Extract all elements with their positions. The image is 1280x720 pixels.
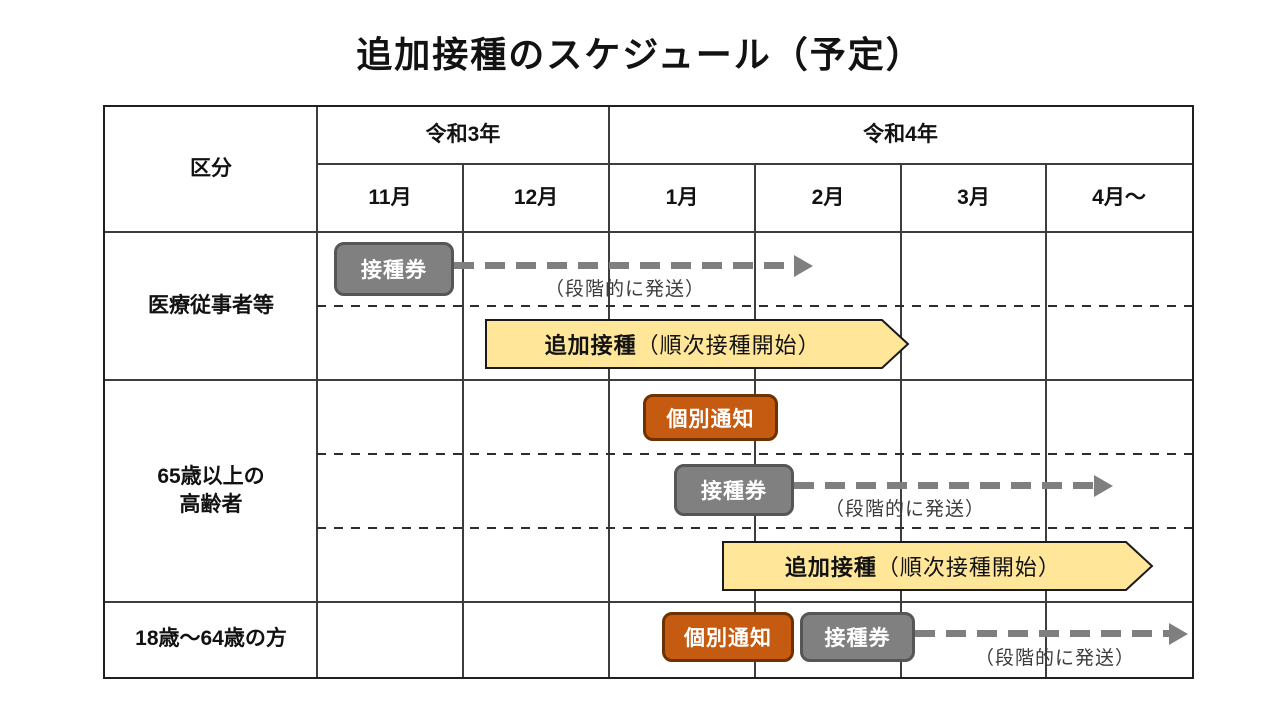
row-label-elderly-line1: 65歳以上の: [157, 464, 265, 488]
arrow-head-icon: [794, 255, 813, 277]
dispatch-caption-elderly: （段階的に発送）: [824, 499, 985, 520]
banner-arrow-shape: [722, 541, 1154, 591]
page-title: 追加接種のスケジュール（予定）: [356, 34, 924, 75]
arrow-head-icon: [1169, 623, 1188, 645]
grid-line-dashed: [317, 453, 1192, 455]
booster-period-arrow-medical: 追加接種 （順次接種開始）: [485, 319, 910, 369]
grid-line-horizontal: [105, 601, 1192, 603]
header-month-apr: 4月～: [1092, 185, 1146, 209]
grid-line-vertical: [316, 107, 318, 677]
header-month-dec: 12月: [513, 185, 559, 209]
dispatch-caption-medical: （段階的に発送）: [544, 279, 705, 300]
header-month-nov: 11月: [368, 185, 412, 209]
row-label-age-18-64: 18歳～64歳の方: [135, 627, 287, 651]
grid-line-dashed: [317, 305, 1192, 307]
booster-banner-text: 追加接種 （順次接種開始）: [722, 541, 1124, 591]
booster-banner-text: 追加接種 （順次接種開始）: [485, 319, 880, 369]
grid-line-horizontal: [105, 231, 1192, 233]
schedule-table: 区分 令和3年 令和4年 11月 12月 1月 2月 3月 4月～ 医療従事者等…: [103, 105, 1194, 679]
grid-line-vertical: [608, 107, 610, 677]
ticket-badge-elderly: 接種券: [674, 464, 794, 516]
grid-line-vertical: [1045, 164, 1047, 677]
header-month-mar: 3月: [957, 185, 990, 209]
header-era-reiwa3: 令和3年: [425, 123, 501, 147]
booster-banner-note: （順次接種開始）: [876, 555, 1061, 580]
booster-period-arrow-elderly: 追加接種 （順次接種開始）: [722, 541, 1154, 591]
row-label-elderly-line2: 高齢者: [179, 493, 243, 516]
header-month-jan: 1月: [665, 185, 699, 209]
grid-line-horizontal: [317, 163, 1192, 165]
dispatch-caption-18-64: （段階的に発送）: [974, 648, 1135, 669]
arrow-head-icon: [1094, 475, 1113, 497]
booster-banner-bold: 追加接種: [784, 555, 877, 580]
grid-line-vertical: [900, 164, 902, 677]
dispatch-timeline-arrow-elderly: [794, 482, 1096, 489]
dispatch-timeline-arrow-medical: [454, 262, 796, 269]
grid-line-vertical: [462, 164, 464, 677]
notice-badge-elderly: 個別通知: [643, 394, 778, 441]
header-era-reiwa4: 令和4年: [863, 123, 938, 147]
row-label-elderly-65plus: 65歳以上の 高齢者: [105, 380, 317, 602]
booster-banner-bold: 追加接種: [544, 333, 637, 358]
booster-banner-note: （順次接種開始）: [636, 333, 821, 358]
dispatch-timeline-arrow-18-64: [915, 630, 1171, 637]
ticket-badge-18-64: 接種券: [800, 612, 915, 662]
notice-badge-18-64: 個別通知: [662, 612, 794, 662]
banner-arrow-shape: [485, 319, 910, 369]
grid-line-dashed: [317, 527, 1192, 529]
ticket-badge-medical: 接種券: [334, 242, 454, 296]
grid-line-horizontal: [105, 379, 1192, 381]
header-month-feb: 2月: [811, 185, 845, 209]
header-category: 区分: [190, 157, 232, 181]
row-label-medical-workers: 医療従事者等: [148, 293, 274, 317]
